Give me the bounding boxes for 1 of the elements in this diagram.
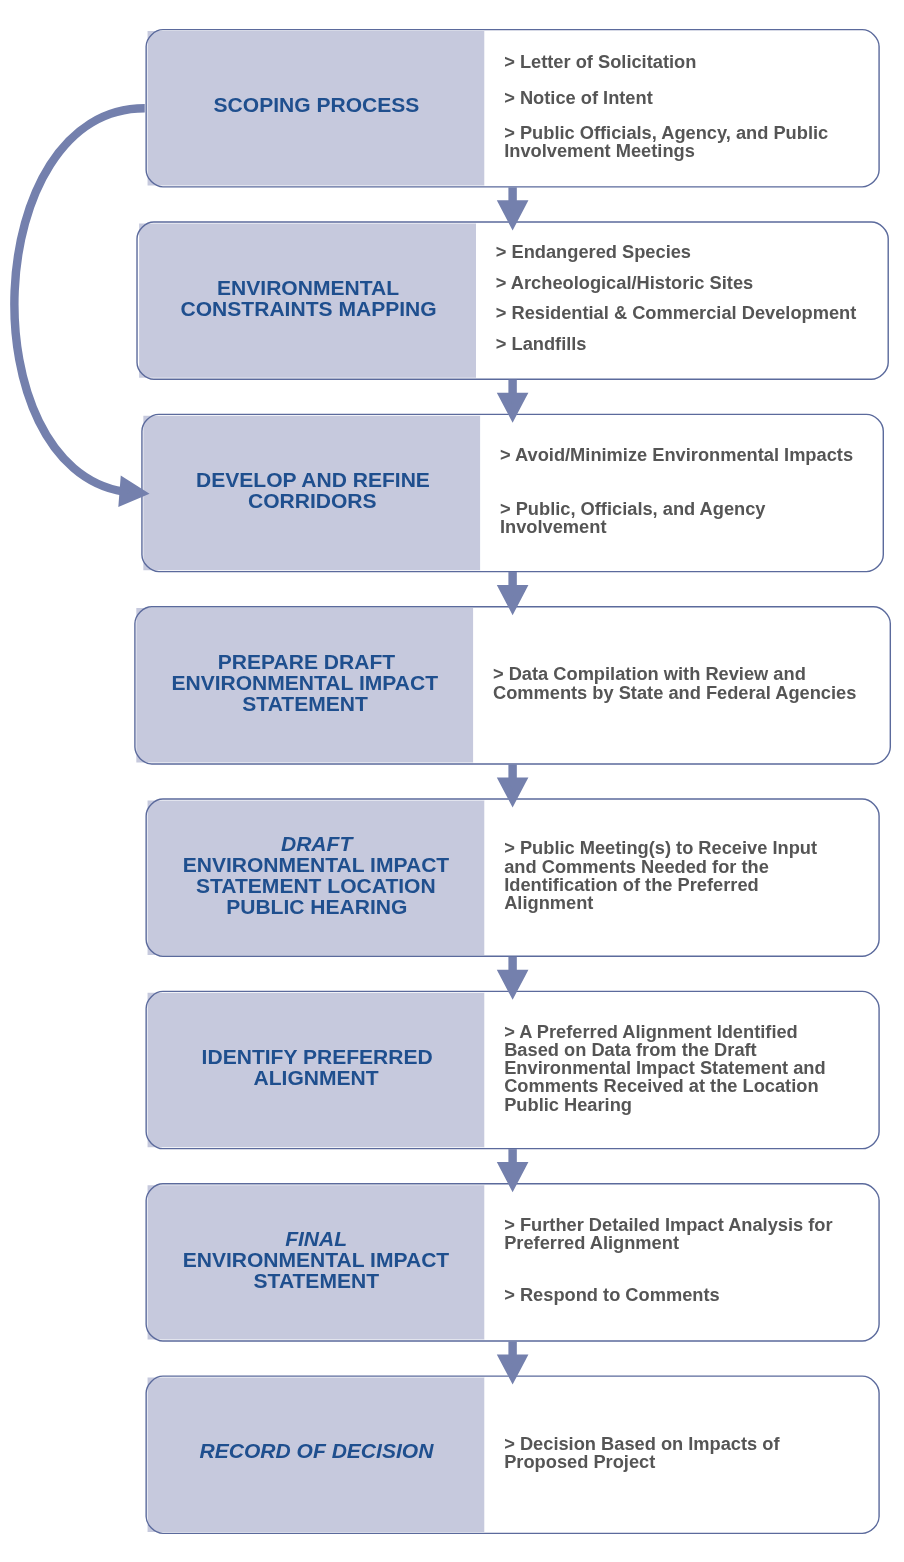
arrow: [10, 103, 150, 507]
